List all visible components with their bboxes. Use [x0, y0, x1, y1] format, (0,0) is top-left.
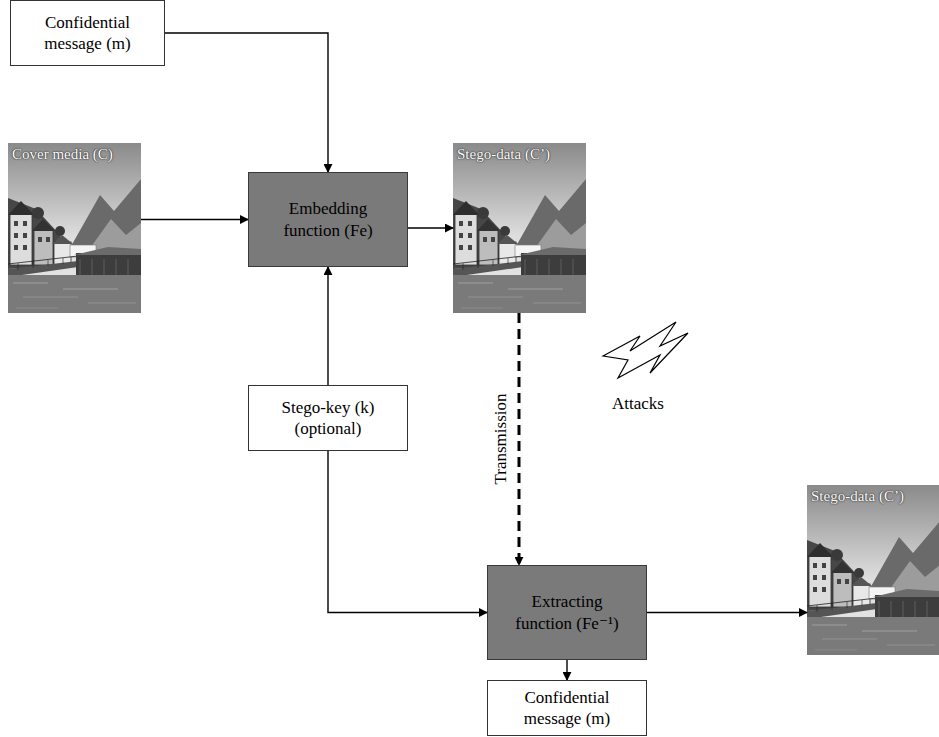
flow-arrow — [566, 660, 567, 680]
flow-arrow — [141, 219, 248, 220]
process-box: Extracting function (Fe⁻¹) — [487, 565, 647, 660]
message-box: Confidential message (m) — [10, 0, 165, 66]
stego-photo — [807, 485, 939, 655]
cover-image: Cover media (C) — [8, 143, 141, 313]
node-text: Embedding function (Fe) — [267, 198, 389, 241]
attack-label: Attacks — [612, 394, 664, 414]
cover-photo — [8, 143, 141, 313]
node-text: Cover media (C) — [12, 145, 113, 164]
node-text: Confidential message (m) — [27, 12, 149, 55]
flow-arrow — [328, 451, 487, 613]
key-box: Stego-key (k) (optional) — [248, 385, 408, 451]
flow-arrow — [165, 33, 328, 172]
node-text: Stego-key (k) (optional) — [267, 397, 389, 440]
stego-photo — [453, 143, 586, 313]
message-box: Confidential message (m) — [487, 680, 647, 736]
flow-arrow — [408, 227, 453, 228]
stego-image: Stego-data (C’) — [453, 143, 586, 313]
transmission-arrow — [518, 313, 521, 565]
edge-label: Transmission — [491, 393, 511, 484]
node-text: Stego-data (C’) — [457, 145, 550, 164]
process-box: Embedding function (Fe) — [248, 172, 408, 267]
flow-arrow — [327, 267, 328, 385]
stego-image: Stego-data (C’) — [807, 485, 939, 655]
flow-arrow — [647, 612, 807, 613]
node-text: Extracting function (Fe⁻¹) — [506, 591, 628, 634]
node-text: Confidential message (m) — [506, 687, 628, 730]
lightning-symbol — [603, 322, 688, 378]
node-text: Stego-data (C’) — [811, 487, 904, 506]
